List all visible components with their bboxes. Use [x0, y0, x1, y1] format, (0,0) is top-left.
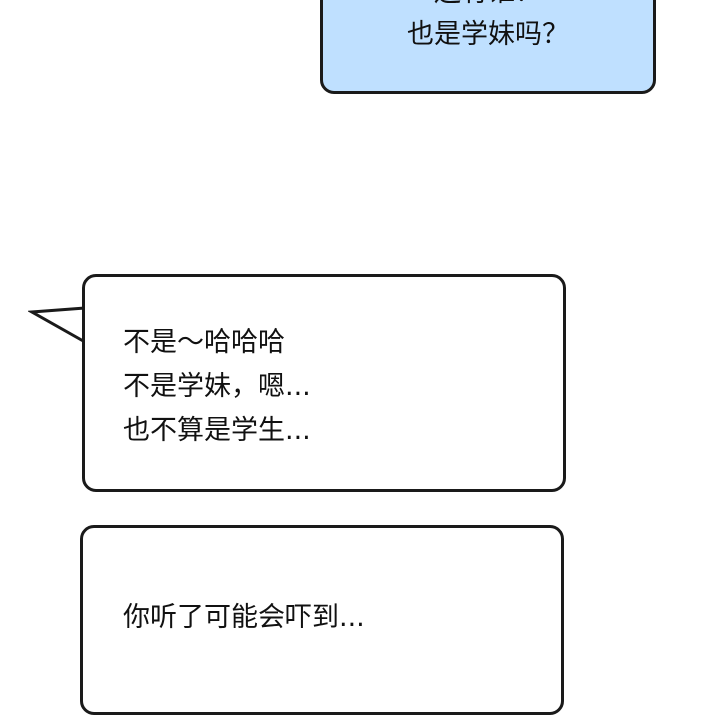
- bubble-text-line: 你听了可能会吓到...: [123, 602, 365, 633]
- speech-bubble-tail: [28, 306, 86, 344]
- bubble-text-line: 也不算是学生...: [123, 415, 311, 446]
- bubble-text-line: 不是学妹，嗯...: [123, 371, 311, 402]
- bubble-text-line: 不是～哈哈哈: [123, 327, 285, 358]
- bubble-text: 也是学妹吗？: [407, 19, 569, 50]
- bubble-text-block: 你听了可能会吓到...: [123, 596, 365, 640]
- bubble-text-block: 不是～哈哈哈 不是学妹，嗯... 也不算是学生...: [123, 321, 311, 453]
- bubble-text-partial: 还有谁？: [323, 0, 653, 15]
- speech-bubble-top: 还有谁？ 也是学妹吗？: [320, 0, 656, 94]
- speech-bubble-middle: 不是～哈哈哈 不是学妹，嗯... 也不算是学生...: [82, 274, 566, 492]
- speech-bubble-bottom: 你听了可能会吓到...: [80, 525, 564, 715]
